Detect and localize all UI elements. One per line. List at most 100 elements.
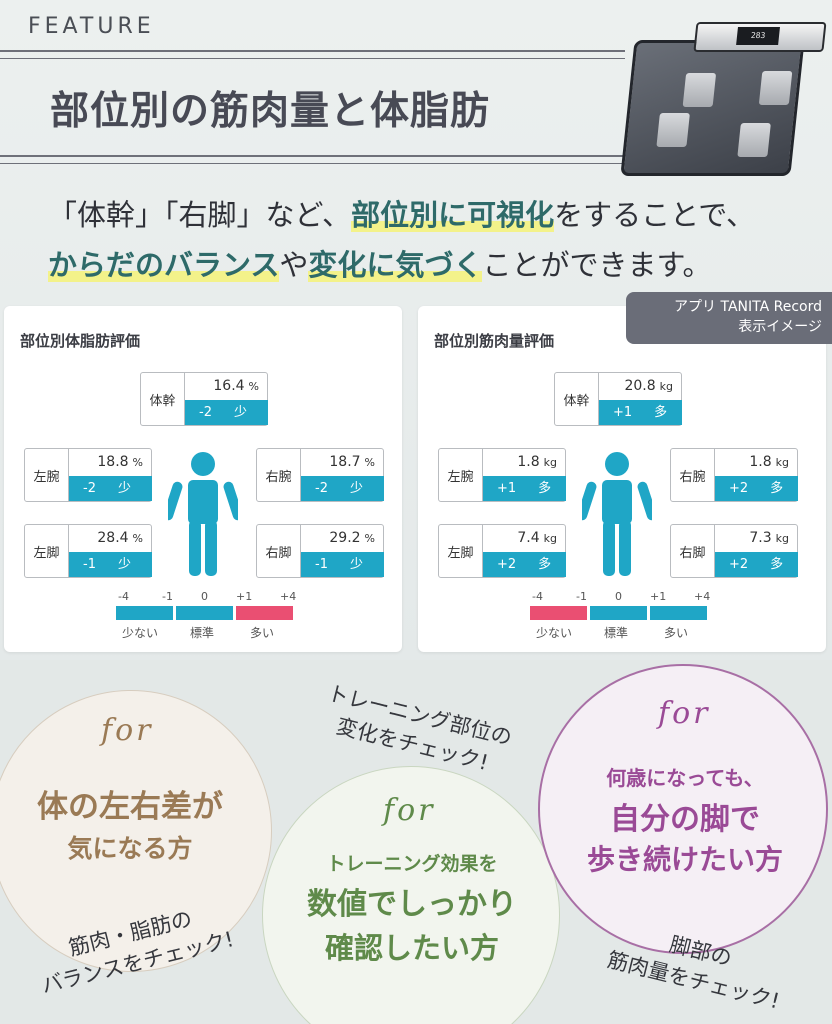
legend-label: 標準 <box>604 626 629 640</box>
circle-heading: 体の左右差が <box>37 789 223 825</box>
legend-bar <box>236 606 293 620</box>
legend-tick-label: 0 <box>201 590 208 603</box>
legend-label: 標準 <box>190 626 215 640</box>
circle-heading: トレーニング効果を <box>326 853 498 875</box>
circle-heading: 歩き続けたい方 <box>586 843 783 876</box>
segment-value: 18.7% <box>329 454 375 470</box>
legend-tick-label: +1 <box>650 590 667 603</box>
segment-unit: kg <box>543 532 557 545</box>
legend-tick-label: +1 <box>236 590 253 603</box>
subtitle: 「体幹」「右脚」など、部位別に可視化をすることで、 からだのバランスや変化に気づ… <box>48 190 808 290</box>
subtitle-line-2: からだのバランスや変化に気づくことができます。 <box>48 240 808 290</box>
legend-tick-label: +4 <box>694 590 711 603</box>
segment-grade-word: 少 <box>117 557 131 572</box>
for-label: for <box>101 713 154 748</box>
segment-name: 左脚 <box>25 525 69 577</box>
segment-unit: kg <box>659 380 673 393</box>
legend-tick-label: 0 <box>615 590 622 603</box>
segment-name: 体幹 <box>555 373 599 425</box>
segment-grade-word: 多 <box>770 481 784 496</box>
legend-label: 少ない <box>122 626 159 640</box>
segment-name: 体幹 <box>141 373 185 425</box>
subtitle-text: 「体幹」「右脚」など、 <box>48 198 352 232</box>
page-title: 部位別の筋肉量と体脂肪 <box>50 89 491 134</box>
legend-tick-label: -4 <box>118 590 129 603</box>
subtitle-text: ことができます。 <box>482 248 712 282</box>
legend-tick-label: -4 <box>532 590 543 603</box>
segment-value: 28.4% <box>97 530 143 546</box>
legend-label: 多い <box>250 626 275 640</box>
segment-unit: % <box>132 532 143 545</box>
card-title: 部位別体脂肪評価 <box>20 332 141 350</box>
segment-unit: kg <box>543 456 557 469</box>
app-badge-line: アプリ TANITA Record <box>674 299 822 315</box>
segment-unit: kg <box>775 532 789 545</box>
legend-tick-label: +4 <box>280 590 297 603</box>
segment-value: 16.4% <box>213 378 259 394</box>
electrode-pad <box>656 113 690 147</box>
target-circle-2: for トレーニング効果を 数値でしっかり 確認したい方 <box>262 766 560 1024</box>
target-circle-1: for 体の左右差が 気になる方 <box>0 690 272 972</box>
target-circle-3: for 何歳になっても、 自分の脚で 歩き続けたい方 <box>538 664 828 954</box>
scale-handle: 283 <box>693 22 827 52</box>
subtitle-highlight: 変化に気づく <box>308 248 483 282</box>
scale-platform <box>620 40 805 176</box>
legend-label: 少ない <box>536 626 573 640</box>
segment-unit: kg <box>775 456 789 469</box>
segment-name: 左脚 <box>439 525 483 577</box>
divider <box>0 50 625 52</box>
segment-grade-word: 少 <box>117 481 131 496</box>
body-composition-scale-image: 283 <box>620 22 827 178</box>
segment-unit: % <box>248 380 259 393</box>
legend-bar <box>116 606 173 620</box>
app-badge: アプリ TANITA Record 表示イメージ <box>626 292 832 344</box>
legend-label: 多い <box>664 626 689 640</box>
for-label: for <box>383 793 436 828</box>
divider <box>0 58 625 59</box>
feature-label: FEATURE <box>28 14 155 39</box>
legend-bar <box>530 606 587 620</box>
electrode-pad <box>737 123 771 157</box>
circle-heading: 確認したい方 <box>324 931 499 965</box>
segment-name: 右腕 <box>671 449 715 501</box>
subtitle-line-1: 「体幹」「右脚」など、部位別に可視化をすることで、 <box>48 190 808 240</box>
segment-name: 右腕 <box>257 449 301 501</box>
segment-grade-word: 少 <box>349 481 363 496</box>
circle-heading: 数値でしっかり <box>307 887 517 922</box>
segment-grade-word: 多 <box>654 405 668 420</box>
segment-unit: % <box>364 532 375 545</box>
segment-value: 29.2% <box>329 530 375 546</box>
segment-grade-word: 少 <box>349 557 363 572</box>
legend-tick-label: -1 <box>162 590 173 603</box>
segment-grade-word: 多 <box>538 557 552 572</box>
divider <box>0 155 625 157</box>
electrode-pad <box>758 71 793 105</box>
circle-heading: 気になる方 <box>67 834 193 863</box>
segment-name: 左腕 <box>439 449 483 501</box>
segment-grade-word: 多 <box>770 557 784 572</box>
